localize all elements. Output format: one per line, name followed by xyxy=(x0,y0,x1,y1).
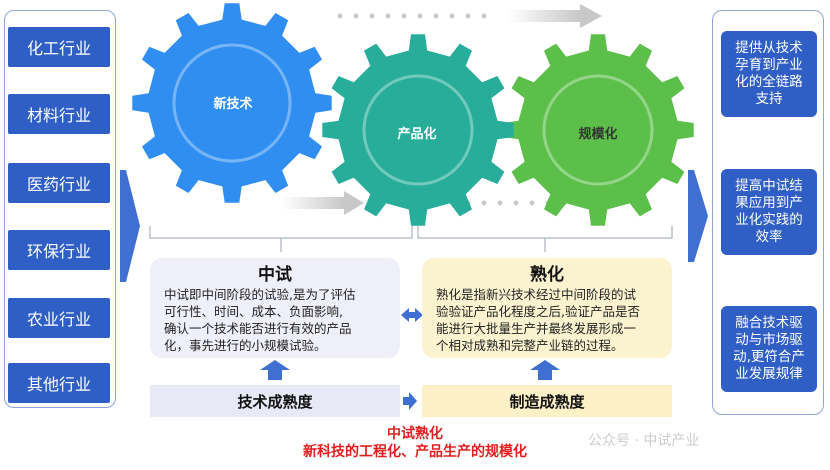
up-arrow-tech xyxy=(260,360,290,380)
bracket-right xyxy=(417,226,673,239)
industry-materials: 材料行业 xyxy=(8,94,110,134)
bracket-left xyxy=(149,226,413,239)
gear-label-productization: 产品化 xyxy=(397,127,437,142)
benefit-panel: 提供从技术孕育到产业化的全链路支持 提高中试结果应用到产业化实践的效率 融合技术… xyxy=(712,10,824,415)
gear-ring xyxy=(542,74,654,186)
benefit-full-chain: 提供从技术孕育到产业化的全链路支持 xyxy=(721,31,817,117)
maturation-title: 熟化 xyxy=(530,265,564,285)
right-arrow-bars xyxy=(403,392,417,410)
top-progress-arrow xyxy=(337,4,602,28)
gear-ring xyxy=(172,43,292,163)
gear-ring xyxy=(362,74,474,186)
gear-productization xyxy=(322,34,514,226)
manufacturing-maturity-bar: 制造成熟度 xyxy=(422,385,672,417)
industry-pharma: 医药行业 xyxy=(8,163,110,203)
industry-agriculture: 农业行业 xyxy=(8,298,110,338)
up-arrow-mfg xyxy=(530,360,560,380)
maturation-box: 熟化 熟化是指新兴技术经过中间阶段的试 验验证产品化程度之后,验证产品是否 能进… xyxy=(422,258,672,358)
benefit-dual-drive: 融合技术驱动与市场驱动,更符合产业发展规律 xyxy=(721,306,817,392)
gear-new-technology xyxy=(132,3,332,203)
benefit-efficiency: 提高中试结果应用到产业化实践的效率 xyxy=(721,169,817,255)
pilot-test-box: 中试 中试即中间阶段的试验,是为了评估 可行性、时间、成本、负面影响, 确认一个… xyxy=(150,258,400,358)
bidirectional-arrow-icon xyxy=(401,308,423,322)
pilot-description: 中试即中间阶段的试验,是为了评估 可行性、时间、成本、负面影响, 确认一个技术能… xyxy=(164,287,356,353)
caption-subtitle: 新科技的工程化、产品生产的规模化 xyxy=(303,444,527,460)
gear-scale-up xyxy=(502,34,694,226)
gear-label-scale: 规模化 xyxy=(578,127,618,142)
industry-chemical: 化工行业 xyxy=(8,27,110,67)
right-flow-arrow xyxy=(688,170,708,262)
gear-hub xyxy=(372,84,464,176)
gear-hub xyxy=(182,53,282,153)
tech-maturity-bar: 技术成熟度 xyxy=(150,385,400,417)
industry-panel: 化工行业 材料行业 医药行业 环保行业 农业行业 其他行业 xyxy=(4,10,116,408)
caption-title: 中试熟化 xyxy=(387,426,443,442)
gear-label-new-tech: 新技术 xyxy=(213,97,253,112)
pilot-title: 中试 xyxy=(258,265,292,285)
watermark: 公众号 · 中试产业 xyxy=(588,433,700,449)
gear-hub xyxy=(552,84,644,176)
industry-environment: 环保行业 xyxy=(8,230,110,270)
maturation-description: 熟化是指新兴技术经过中间阶段的试 验验证产品化程度之后,验证产品是否 能进行大批… xyxy=(436,287,640,353)
industry-other: 其他行业 xyxy=(8,363,110,403)
left-flow-arrow xyxy=(120,170,140,282)
